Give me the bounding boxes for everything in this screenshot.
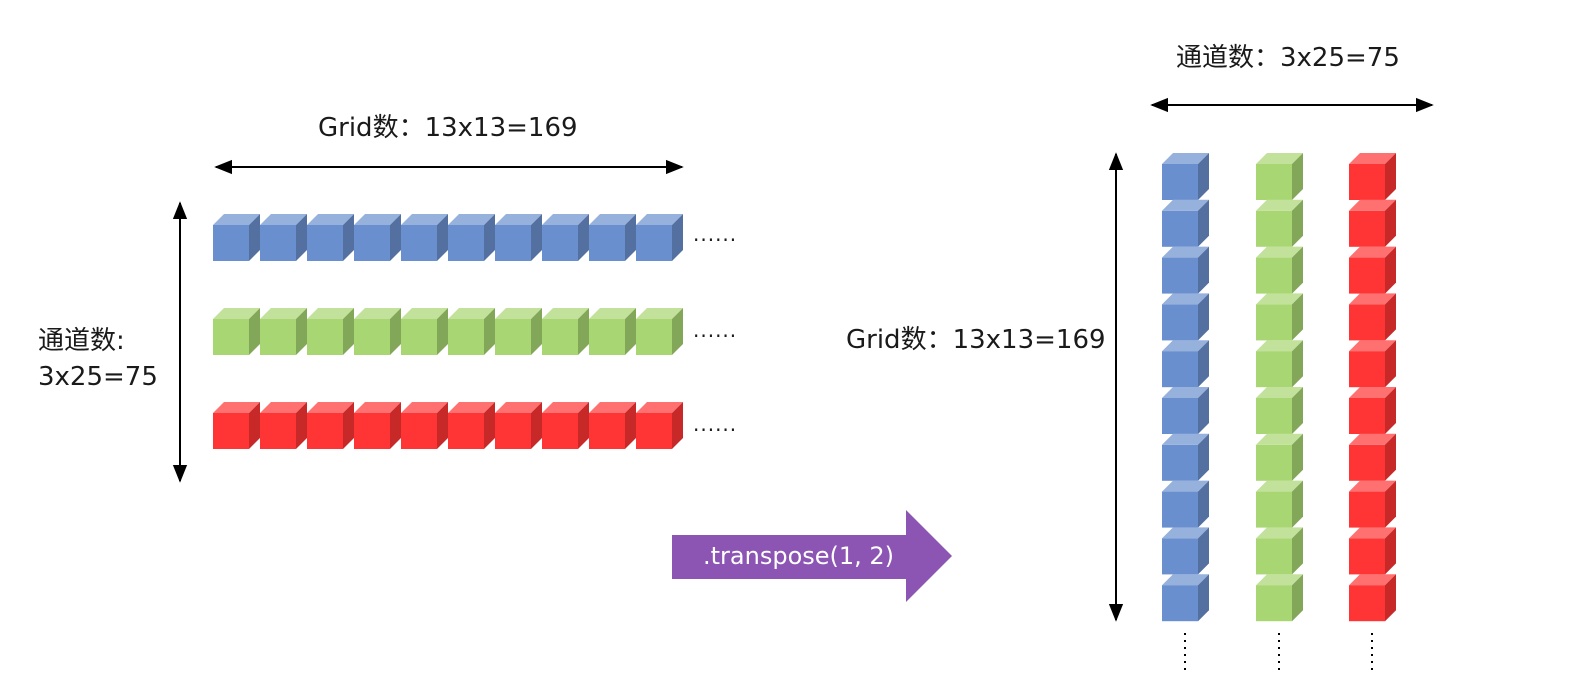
right-blue-cube [1162, 480, 1209, 528]
left-green-cube [401, 308, 448, 355]
left-red-cube [589, 402, 636, 449]
left-green-cube [213, 308, 260, 355]
left-red-cube [260, 402, 307, 449]
right-green-cube [1256, 153, 1303, 200]
right-blue-cube [1162, 340, 1209, 388]
left-green-cube [495, 308, 542, 355]
left-blue-cube [589, 214, 636, 261]
right-green-cube [1256, 340, 1303, 388]
right-blue-cube [1162, 153, 1209, 200]
right-blue-cube [1162, 433, 1209, 481]
left-blue-cube [401, 214, 448, 261]
left-red-cube [495, 402, 542, 449]
left-blue-cube [354, 214, 401, 261]
right-red-cube [1349, 340, 1396, 388]
right-blue-cube [1162, 574, 1209, 622]
left-channel-label-line1: 通道数: [38, 326, 125, 356]
right-red-cube [1349, 293, 1396, 341]
left-red-cube [213, 402, 260, 449]
left-green-cube [542, 308, 589, 355]
right-red-cube [1349, 433, 1396, 481]
right-red-cube [1349, 527, 1396, 575]
right-red-cube [1349, 199, 1396, 247]
left-green-cube [448, 308, 495, 355]
right-green-cube [1256, 433, 1303, 481]
green-row-continuation: ...... [693, 318, 738, 342]
right-blue-cube [1162, 387, 1209, 434]
right-blue-cube [1162, 246, 1209, 294]
right-green-cube [1256, 246, 1303, 294]
left-blue-cube [213, 214, 260, 261]
right-red-cube [1349, 480, 1396, 528]
left-blue-cube [448, 214, 495, 261]
red-row-continuation: ...... [693, 412, 738, 436]
right-green-cube [1256, 387, 1303, 434]
left-blue-cube [495, 214, 542, 261]
right-blue-cube [1162, 199, 1209, 247]
left-red-cube [448, 402, 495, 449]
right-red-cube [1349, 153, 1396, 200]
left-blue-cube [307, 214, 354, 261]
left-red-cube [542, 402, 589, 449]
blue-row-continuation: ...... [693, 222, 738, 246]
transpose-label: .transpose(1, 2) [703, 542, 895, 570]
left-blue-cube [542, 214, 589, 261]
transpose-arrow [672, 510, 952, 602]
left-red-cube [401, 402, 448, 449]
right-green-cube [1256, 527, 1303, 575]
left-red-cube [636, 402, 683, 449]
left-green-cube [636, 308, 683, 355]
right-green-cube [1256, 480, 1303, 528]
left-blue-cube [260, 214, 307, 261]
cube-layer [213, 153, 1396, 622]
right-blue-cube [1162, 527, 1209, 575]
left-grid-label: Grid数：13x13=169 [318, 113, 578, 143]
right-green-cube [1256, 574, 1303, 622]
right-red-cube [1349, 574, 1396, 622]
left-green-cube [354, 308, 401, 355]
left-green-cube [589, 308, 636, 355]
left-green-cube [260, 308, 307, 355]
right-grid-label: Grid数：13x13=169 [846, 325, 1106, 355]
left-red-cube [354, 402, 401, 449]
right-green-cube [1256, 293, 1303, 341]
left-blue-cube [636, 214, 683, 261]
left-channel-label-line2: 3x25=75 [38, 362, 158, 392]
left-green-cube [307, 308, 354, 355]
left-red-cube [307, 402, 354, 449]
right-red-cube [1349, 387, 1396, 434]
right-green-cube [1256, 199, 1303, 247]
right-blue-cube [1162, 293, 1209, 341]
right-channel-label: 通道数：3x25=75 [1176, 43, 1400, 73]
right-red-cube [1349, 246, 1396, 294]
